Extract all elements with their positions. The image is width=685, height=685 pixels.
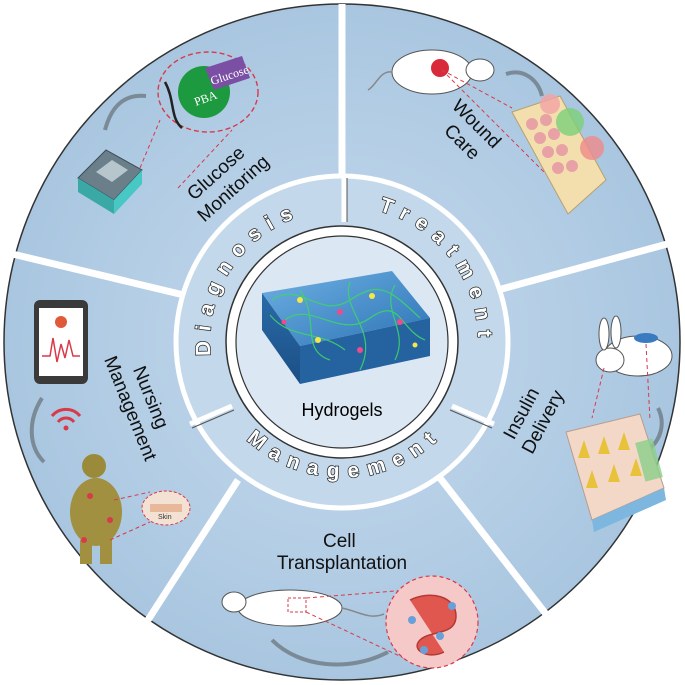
mouse-icon xyxy=(221,589,385,627)
panel-dividers xyxy=(3,4,683,635)
rabbit-icon xyxy=(595,315,673,377)
organ-zoom-icon xyxy=(385,575,479,669)
insulin-delivery-panel: Insulin Delivery xyxy=(500,315,673,532)
skin-patch-icon: Skin xyxy=(141,490,191,526)
glucose-sensor-icon xyxy=(77,149,143,214)
curved-arrow-icon xyxy=(505,70,544,97)
wifi-icon xyxy=(50,407,82,431)
curved-arrow-icon xyxy=(29,396,46,464)
ring-dividers xyxy=(189,177,495,427)
center-core: Hydrogels xyxy=(225,225,459,459)
segment-label-cell-transplantation: Cell Transplantation xyxy=(277,531,407,574)
center-label: Hydrogels xyxy=(301,400,382,420)
curved-arrow-icon xyxy=(103,93,147,131)
patient-figure-icon xyxy=(70,454,122,564)
curved-arrow-icon xyxy=(270,638,389,667)
tablet-icon xyxy=(34,300,88,384)
hydrogel-block xyxy=(262,271,430,384)
cell-transplantation-panel: Cell Transplantation xyxy=(221,531,479,669)
pba-glucose-molecule: PBA Glucose xyxy=(163,56,250,129)
microneedle-patch-icon xyxy=(565,413,666,532)
skin-label: Skin xyxy=(158,514,172,521)
wound-dressing-icon xyxy=(511,94,607,215)
zoom-circle xyxy=(157,51,259,133)
